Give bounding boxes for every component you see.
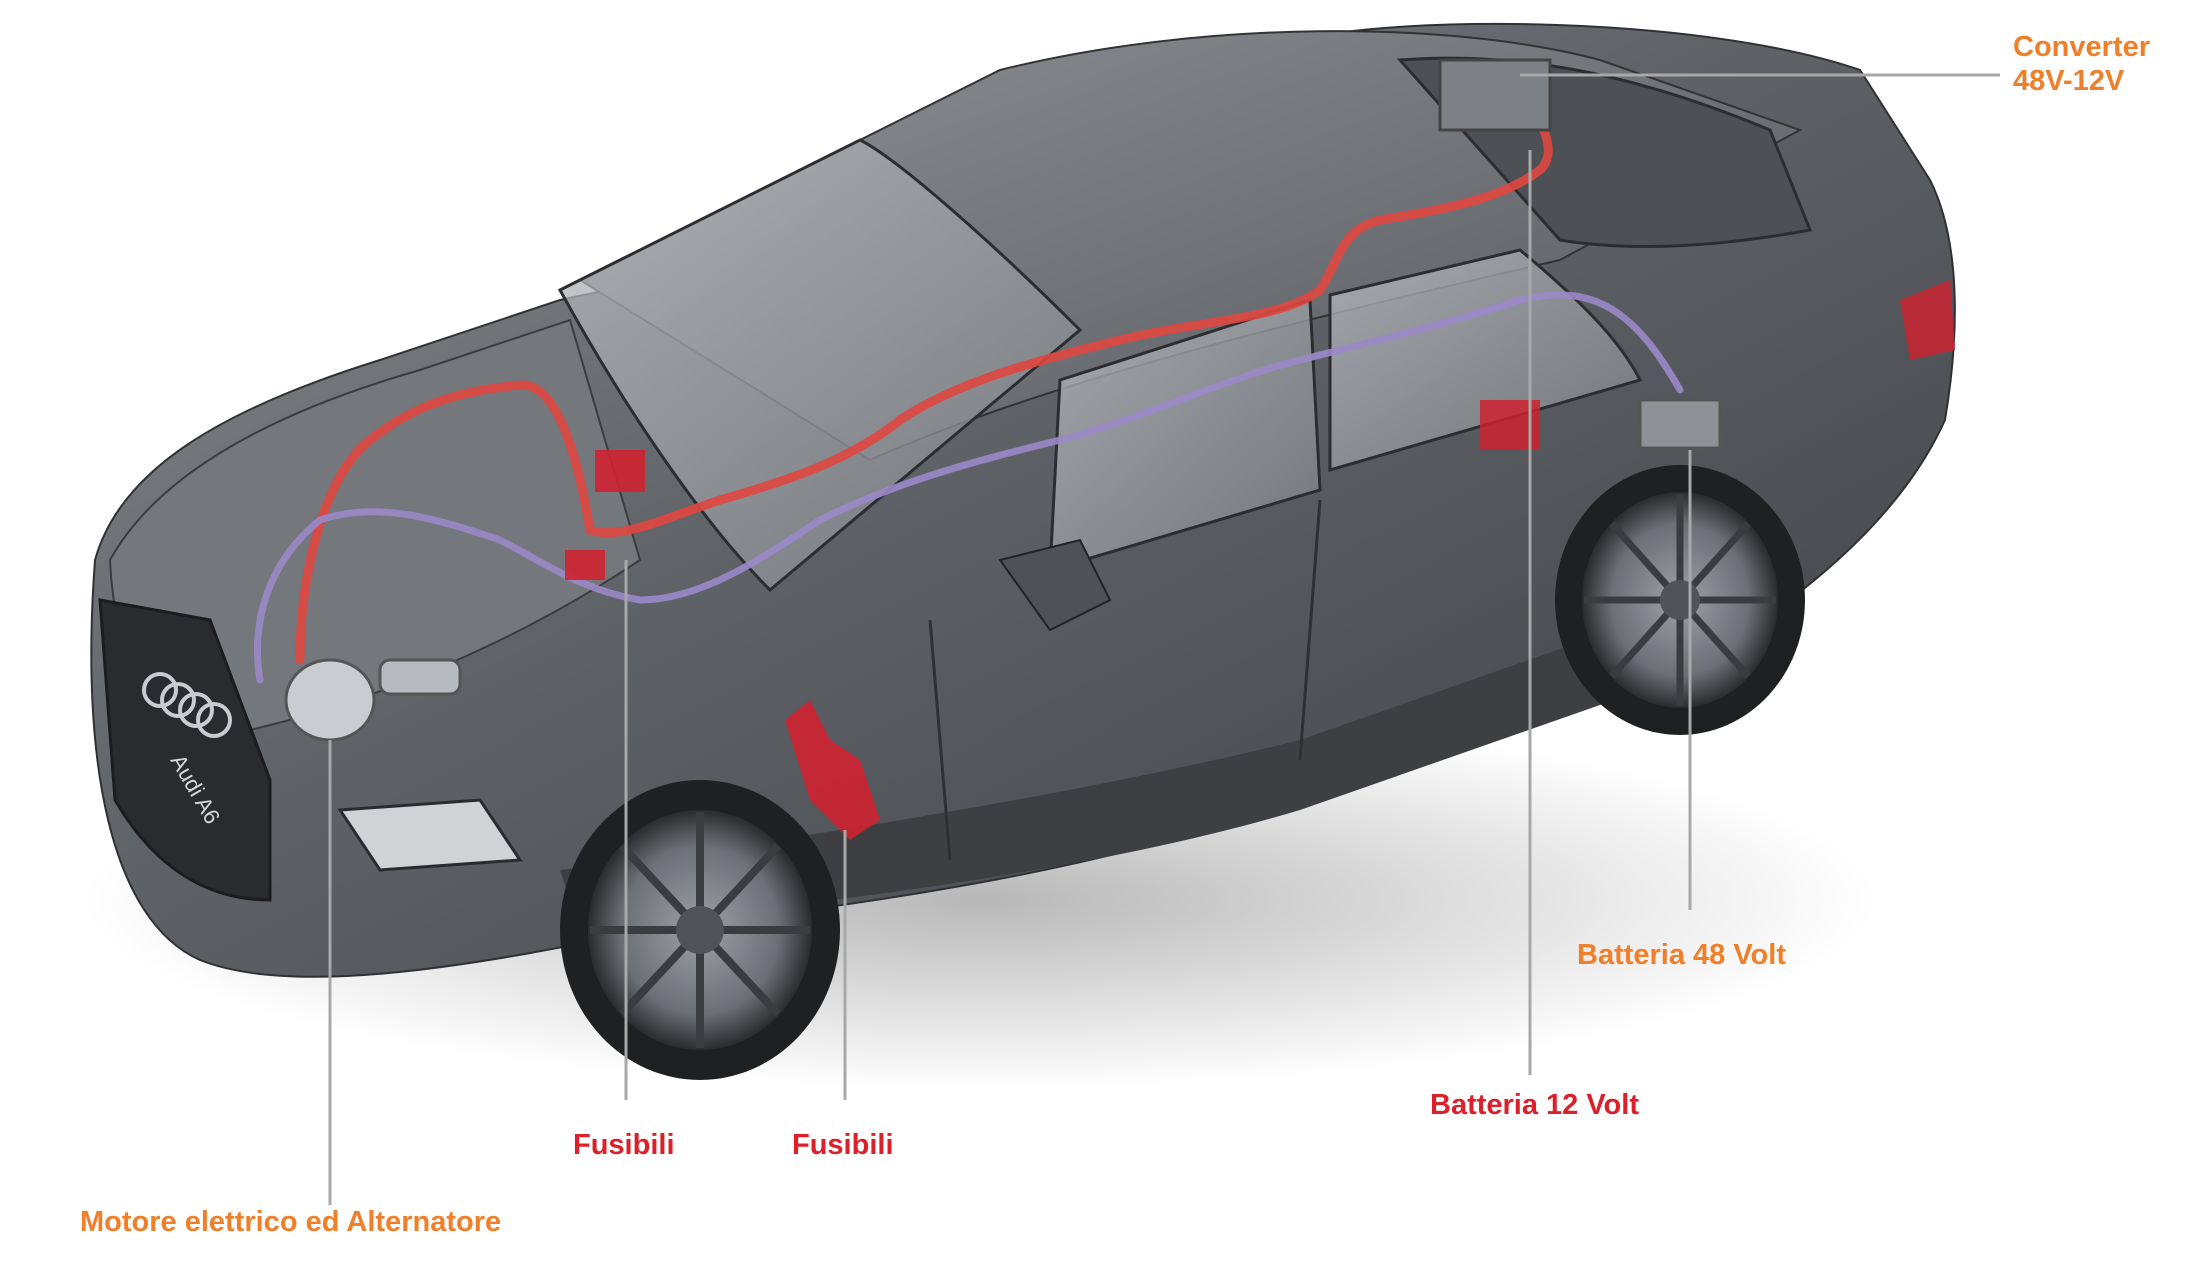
door-line-front (928, 619, 952, 861)
windshield (557, 138, 1083, 593)
rear-taillight (1900, 280, 1955, 360)
rear-wheel (1555, 465, 1805, 735)
audi-rings-logo (142, 672, 232, 738)
front-wheel (560, 780, 840, 1080)
electric-motor-alternator-component (284, 658, 462, 742)
cable-12v-main (254, 291, 1684, 684)
fuse-box-side-component (785, 700, 880, 840)
headlight (337, 798, 523, 872)
fuse-box-engine-component (565, 550, 605, 580)
label-battery-48v: Batteria 48 Volt (1577, 939, 1786, 971)
side-mirror (998, 538, 1112, 632)
battery-48v-component (1638, 398, 1722, 450)
label-converter-line1: Converter (2013, 31, 2150, 63)
cable-48v-main (295, 85, 1553, 665)
label-motor-alternator: Motore elettrico ed Alternatore (80, 1206, 502, 1238)
label-fuses-2: Fusibili (792, 1129, 894, 1161)
label-battery-12v: Batteria 12 Volt (1430, 1089, 1639, 1121)
fuse-box-front-component (595, 450, 645, 492)
label-fuses-1: Fusibili (573, 1129, 675, 1161)
side-window-rear (1328, 248, 1643, 472)
label-converter: Converter 48V-12V (2013, 30, 2150, 98)
door-line-rear (1298, 499, 1322, 761)
label-converter-line2: 48V-12V (2013, 65, 2125, 97)
side-window-front (1048, 297, 1322, 573)
side-sill (560, 600, 1742, 930)
front-grille (98, 598, 272, 902)
converter-component (1438, 58, 1552, 132)
